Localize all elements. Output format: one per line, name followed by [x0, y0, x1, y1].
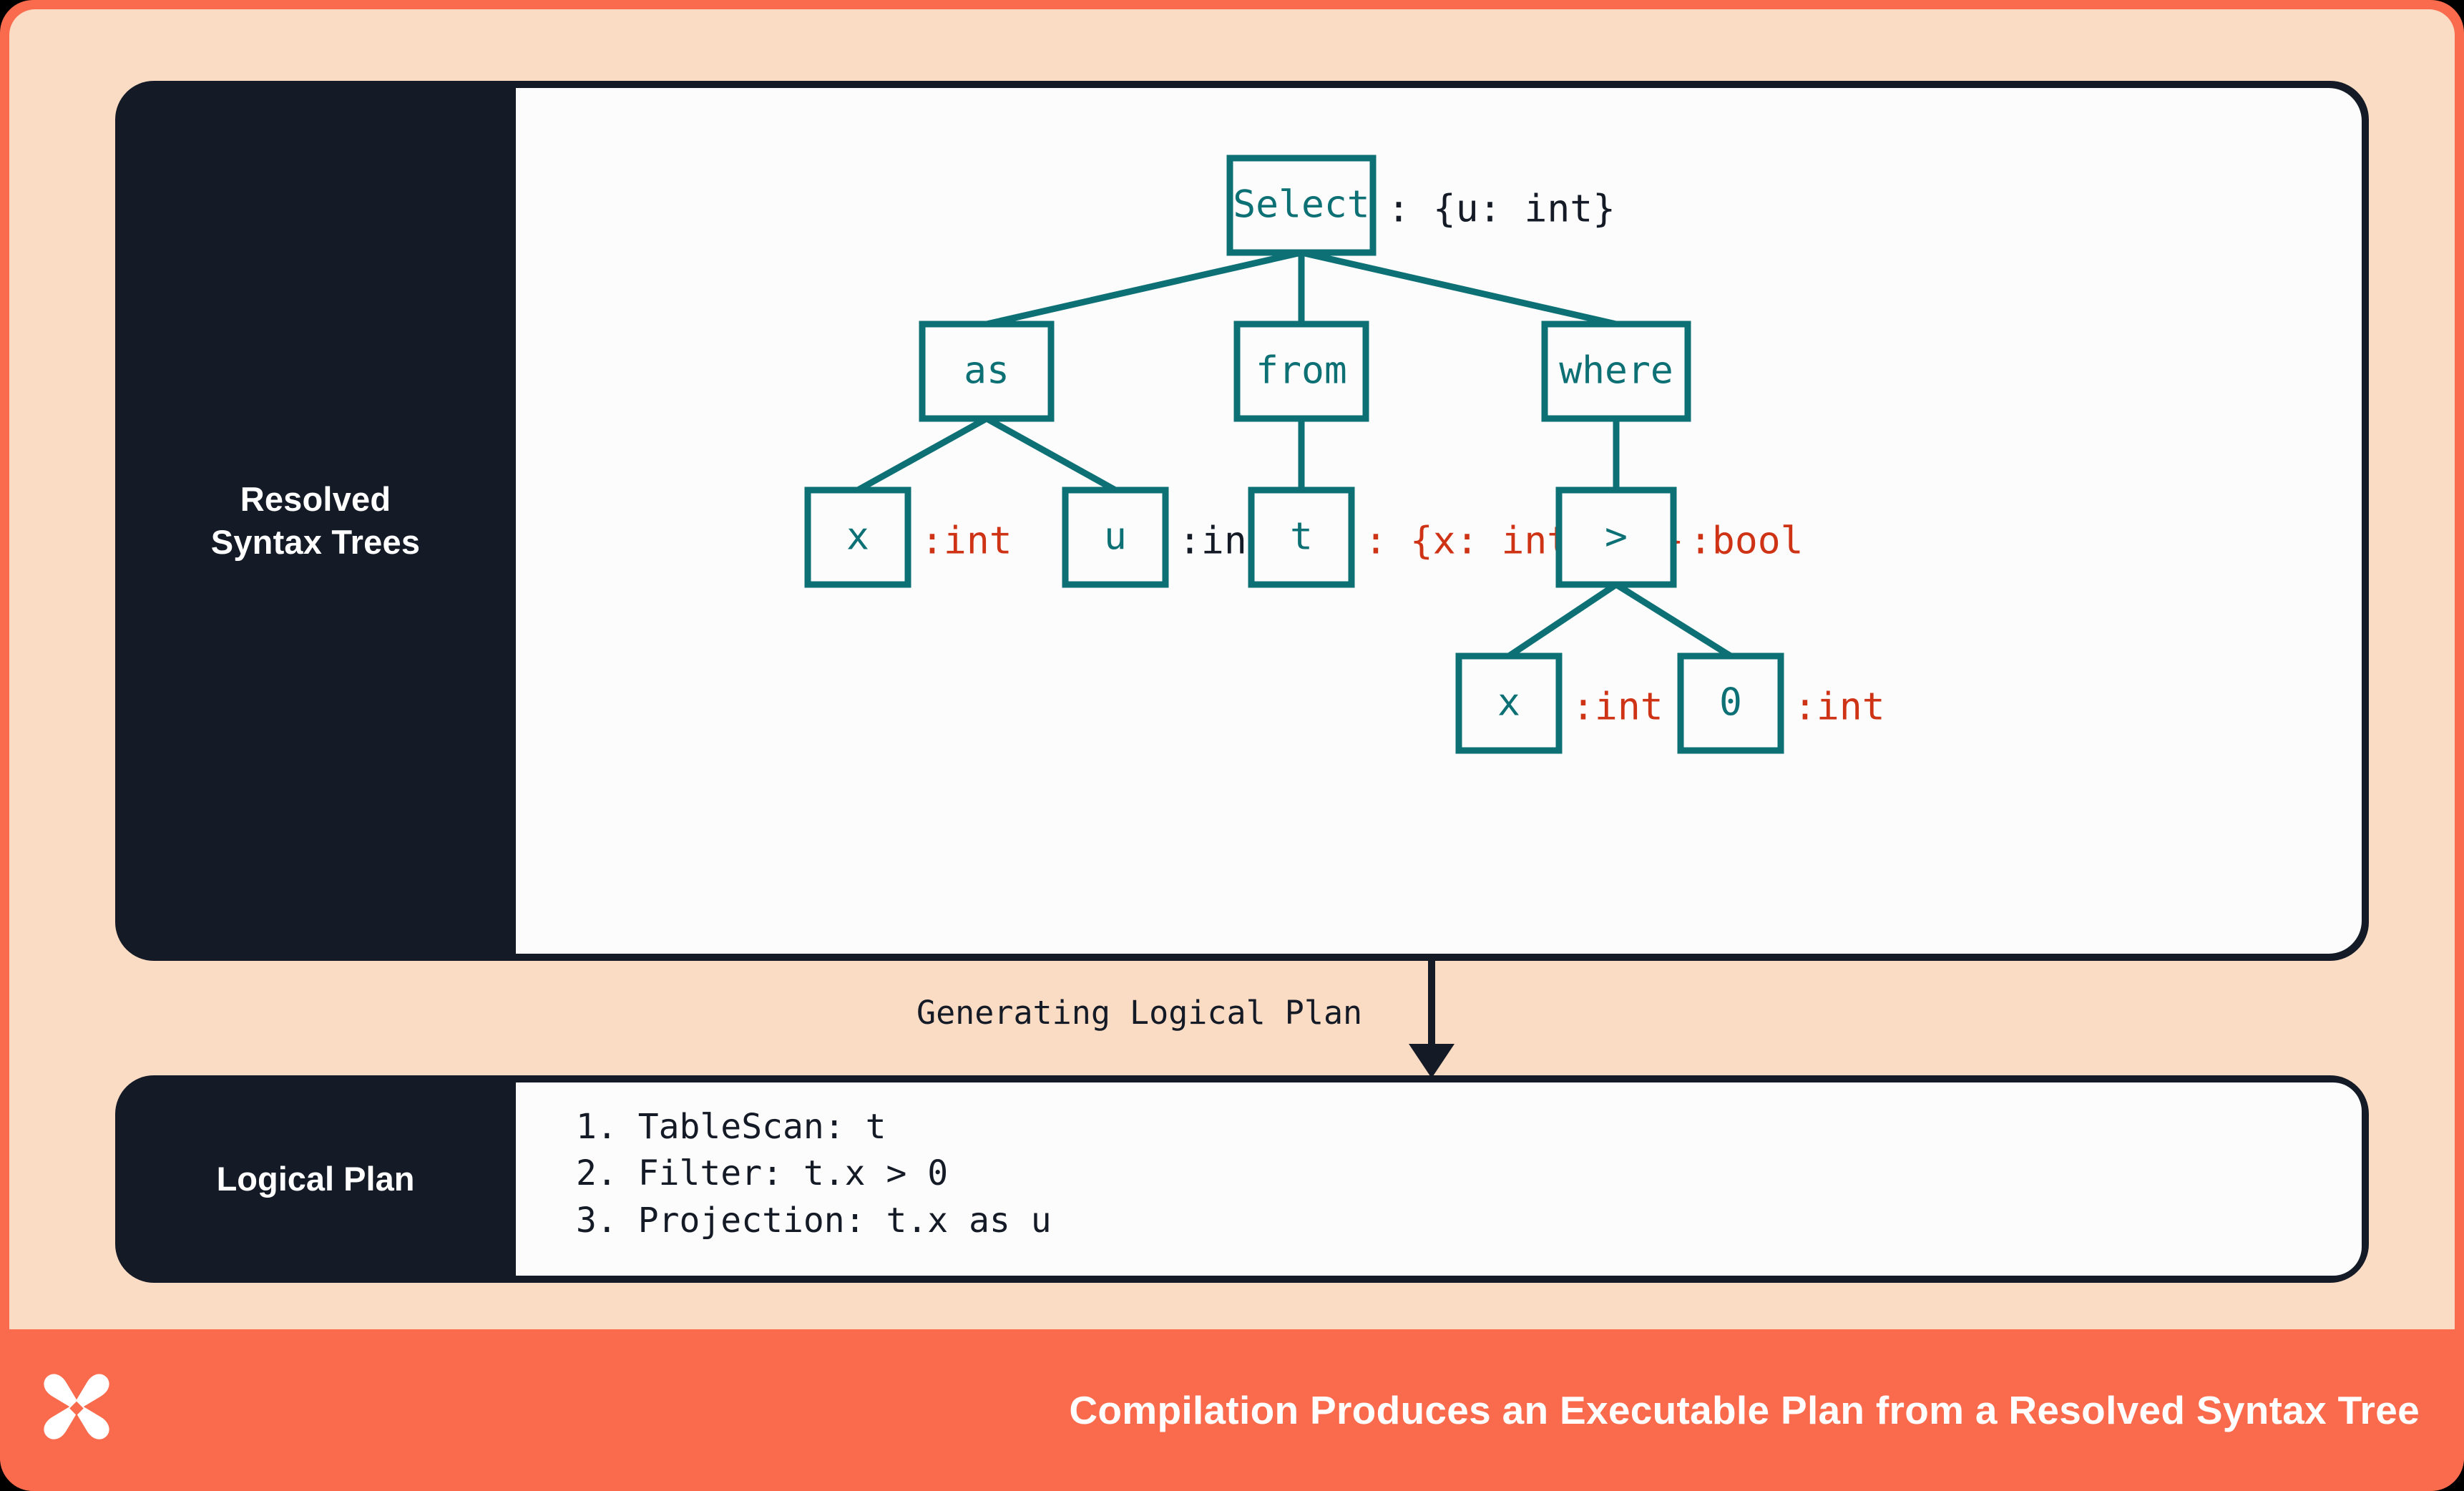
- edge-select-as: [986, 249, 1302, 328]
- footer-caption: Compilation Produces an Executable Plan …: [1069, 1388, 2420, 1432]
- node-box-select: [1226, 155, 1377, 256]
- node-label-as-u: u: [1104, 515, 1127, 559]
- node-box-as: [919, 321, 1055, 422]
- edge-select-where: [1301, 249, 1617, 328]
- node-label-select: Select: [1233, 183, 1369, 227]
- node-box-gt: [1555, 487, 1677, 588]
- transition-label: Generating Logical Plan: [916, 994, 1363, 1032]
- logical-plan-body: 1. TableScan: t 2. Filter: t.x > 0 3. Pr…: [516, 1082, 2362, 1276]
- node-label-as: as: [964, 349, 1009, 393]
- tree-node-gt-x[interactable]: x: [1455, 652, 1563, 754]
- edge-as-x: [856, 416, 989, 493]
- node-box-gt-0: [1677, 652, 1784, 754]
- node-label-gt: >: [1605, 515, 1628, 559]
- syntax-tree-svg: Select : {u: int} as from where: [804, 155, 1885, 754]
- resolved-syntax-trees-label: Resolved Syntax Trees: [210, 479, 421, 561]
- node-label-gt-x: x: [1497, 681, 1520, 725]
- footer-bar: Compilation Produces an Executable Plan …: [0, 1329, 2464, 1491]
- edge-as-u: [984, 416, 1118, 493]
- transition-area: Generating Logical Plan: [115, 961, 2369, 1075]
- logical-plan-step-list: 1. TableScan: t 2. Filter: t.x > 0 3. Pr…: [516, 1082, 2362, 1244]
- node-label-from-t: t: [1290, 515, 1313, 559]
- tree-node-from-t[interactable]: t: [1248, 487, 1355, 588]
- tree-node-where[interactable]: where: [1541, 321, 1691, 422]
- tree-node-gt-0[interactable]: 0: [1677, 652, 1784, 754]
- tree-node-as[interactable]: as: [919, 321, 1055, 422]
- annotation-select: : {u: int}: [1387, 187, 1615, 231]
- annotation-gt: :bool: [1689, 519, 1804, 563]
- arrow-head: [1409, 1044, 1455, 1075]
- logical-plan-label: Logical Plan: [216, 1159, 415, 1198]
- tree-node-as-x[interactable]: x: [804, 487, 911, 588]
- edge-gt-x: [1507, 582, 1618, 659]
- node-box-from-t: [1248, 487, 1355, 588]
- tree-edges: [856, 249, 1733, 659]
- node-label-where: where: [1559, 349, 1673, 393]
- syntax-tree-canvas: Select : {u: int} as from where: [516, 88, 2362, 954]
- edge-gt-0: [1614, 582, 1733, 659]
- node-label-from: from: [1256, 349, 1347, 393]
- tree-node-gt[interactable]: >: [1555, 487, 1677, 588]
- annotation-gt-x: :int: [1572, 685, 1663, 729]
- transition-arrow-svg: [1409, 961, 1455, 1075]
- annotation-as-x: :int: [921, 519, 1012, 563]
- annotation-gt-0: :int: [1794, 685, 1885, 729]
- node-box-where: [1541, 321, 1691, 422]
- tree-node-as-u[interactable]: u: [1062, 487, 1169, 588]
- list-item: 3. Projection: t.x as u: [576, 1200, 1052, 1241]
- node-box-as-x: [804, 487, 911, 588]
- node-label-gt-0: 0: [1719, 681, 1742, 725]
- node-box-from: [1233, 321, 1369, 422]
- poster-stage: Resolved Syntax Trees: [9, 9, 2455, 1329]
- brand-star-icon: [44, 1374, 109, 1439]
- node-box-as-u: [1062, 487, 1169, 588]
- node-label-as-x: x: [846, 515, 869, 559]
- node-box-gt-x: [1455, 652, 1563, 754]
- logical-plan-panel: Logical Plan 1. TableScan: t 2. Filter: …: [115, 1075, 2369, 1283]
- tree-node-from[interactable]: from: [1233, 321, 1369, 422]
- resolved-syntax-trees-panel: Resolved Syntax Trees: [115, 81, 2369, 961]
- list-item: 2. Filter: t.x > 0: [576, 1153, 949, 1194]
- list-item: 1. TableScan: t: [576, 1107, 886, 1147]
- tree-node-select[interactable]: Select: [1226, 155, 1377, 256]
